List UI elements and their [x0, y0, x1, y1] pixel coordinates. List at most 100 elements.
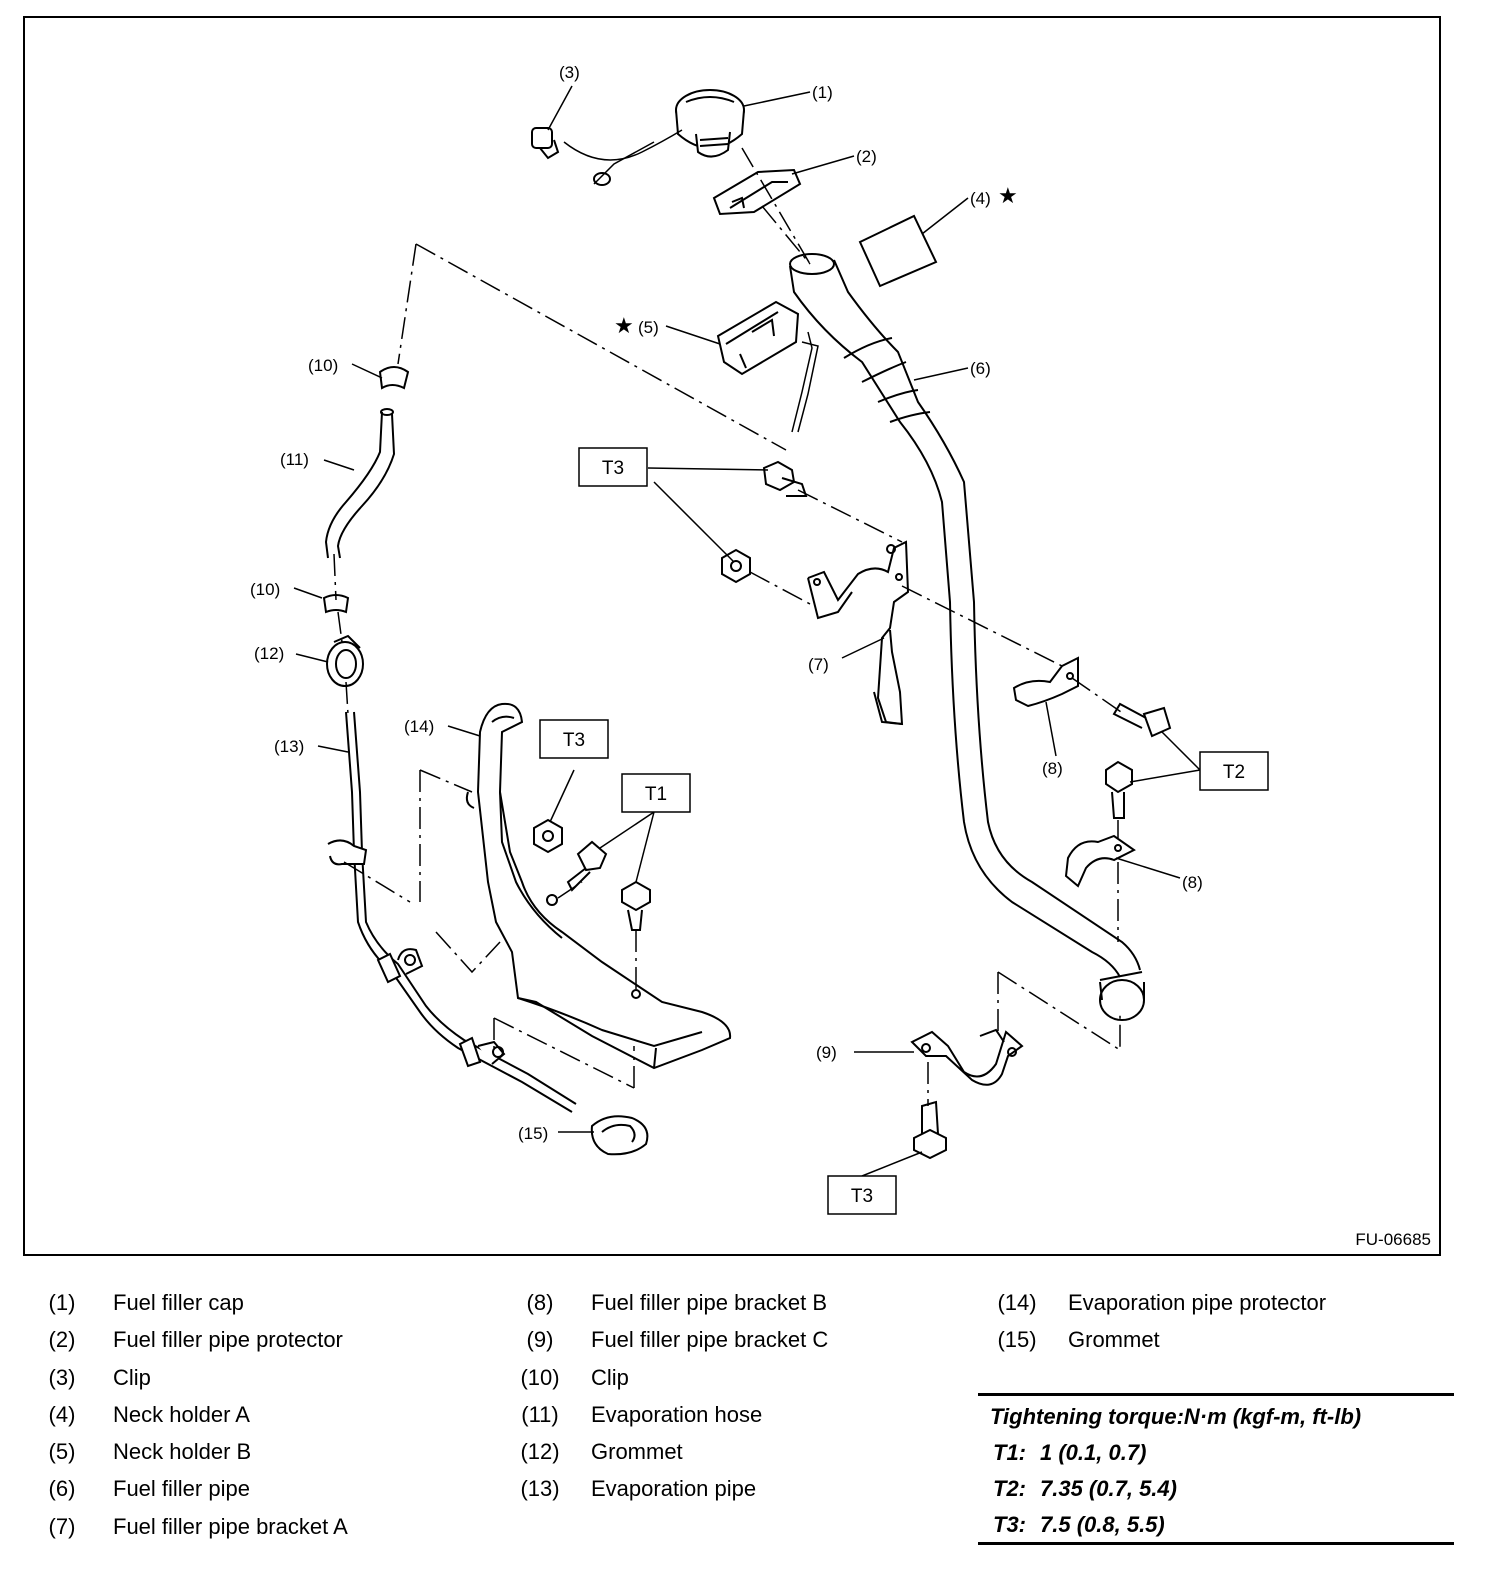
legend-item: (15) Grommet — [995, 1321, 1326, 1358]
callout-5: (5) — [638, 318, 659, 337]
legend-item-number: (14) — [997, 1290, 1037, 1315]
legend-item: (11) Evaporation hose — [518, 1396, 828, 1433]
torque-key: T2: — [993, 1476, 1026, 1501]
torque-box-t3-top-label: T3 — [602, 458, 624, 479]
torque-row-t2: T2: 7.35 (0.7, 5.4) — [978, 1476, 1177, 1502]
legend-item-label: Fuel filler pipe — [113, 1476, 250, 1502]
torque-box-t3-bottom-label: T3 — [851, 1186, 873, 1207]
legend-item: (3) Clip — [0, 1359, 348, 1396]
torque-box-t3-top: T3 — [578, 447, 648, 487]
torque-row-t3: T3: 7.5 (0.8, 5.5) — [978, 1512, 1165, 1538]
exploded-parts-diagram: (1) (2) (3) (4) ★ ★ (5) (6) (7) (8) (8) … — [250, 63, 1269, 1215]
legend-item-label: Fuel filler cap — [113, 1290, 244, 1315]
callout-11: (11) — [280, 450, 309, 469]
torque-value: 1 (0.1, 0.7) — [1040, 1440, 1147, 1465]
star-symbol-4: ★ — [998, 183, 1018, 208]
legend-item-number: (1) — [48, 1290, 76, 1315]
callout-4: (4) — [970, 189, 991, 208]
fuel-filler-pipe-bracket-b-upper — [1012, 656, 1079, 708]
legend-item: (12)Grommet — [518, 1433, 828, 1470]
legend-item-number: (11) — [521, 1401, 559, 1427]
torque-box-t1-label: T1 — [645, 784, 667, 805]
bolt-t3-bottom — [913, 1100, 947, 1160]
torque-box-t2-label: T2 — [1223, 762, 1245, 783]
legend-item-label: Fuel filler pipe bracket A — [113, 1513, 348, 1539]
callout-7: (7) — [808, 655, 829, 674]
callout-10b: (10) — [250, 580, 280, 599]
legend-item-number: (2) — [48, 1327, 76, 1353]
legend-column-2: (8)Fuel filler pipe bracket B(9)Fuel fil… — [518, 1284, 828, 1508]
torque-box-t3-mid-label: T3 — [563, 730, 585, 751]
torque-value: 7.5 (0.8, 5.5) — [1040, 1512, 1165, 1537]
legend-column-3: (14) Evaporation pipe protector (15) Gromme… — [995, 1284, 1326, 1359]
torque-box-t3-bottom: T3 — [827, 1175, 897, 1215]
legend-item-label: Fuel filler pipe bracket B — [591, 1290, 827, 1315]
callout-8b: (8) — [1182, 873, 1203, 892]
evaporation-pipe-protector — [465, 702, 732, 1070]
callout-2: (2) — [856, 147, 877, 166]
legend-item-label: Evaporation pipe protector — [1068, 1290, 1327, 1315]
legend-item-number: (13) — [520, 1476, 560, 1502]
star-symbol-5: ★ — [614, 313, 634, 338]
legend-item-label: Fuel filler pipe bracket C — [591, 1327, 829, 1353]
legend-item-label: Clip — [591, 1364, 629, 1390]
torque-key: T1: — [993, 1440, 1026, 1465]
legend-item-label: Evaporation pipe — [591, 1476, 757, 1502]
fuel-filler-cap — [675, 89, 745, 158]
fuel-filler-pipe-bracket-a — [807, 540, 910, 726]
legend-item-number: (10) — [520, 1364, 560, 1390]
legend-item-label: Evaporation hose — [591, 1401, 763, 1427]
bolt-t3-top — [762, 460, 808, 497]
torque-box-t2: T2 — [1199, 751, 1269, 791]
torque-table: Tightening torque:N·m (kgf-m, ft-lb) T1:… — [978, 1393, 1454, 1545]
callout-1: (1) — [812, 83, 833, 102]
clip-part-3 — [531, 127, 560, 160]
callout-14: (14) — [404, 717, 434, 736]
torque-value: 7.35 (0.7, 5.4) — [1040, 1476, 1177, 1501]
clip-part-10-upper — [378, 366, 410, 390]
legend-column-1: (1) Fuel filler cap (2) Fuel filler pipe pr… — [0, 1284, 348, 1545]
legend-item-label: Clip — [113, 1364, 151, 1390]
callout-8a: (8) — [1042, 759, 1063, 778]
torque-box-t3-mid: T3 — [539, 719, 609, 759]
fuel-filler-pipe — [789, 253, 1145, 1021]
fuel-filler-pipe-bracket-b-lower — [1064, 834, 1136, 888]
legend-item: (5) Neck holder B — [0, 1433, 348, 1470]
grommet-part-15 — [590, 1115, 649, 1156]
screw-t1-b — [621, 880, 651, 931]
torque-key: T3: — [993, 1512, 1026, 1537]
bolt-t2-upper — [1112, 702, 1172, 738]
legend-item-label: Neck holder B — [113, 1439, 252, 1465]
callout-13: (13) — [274, 737, 304, 756]
legend-item: (13) Evaporation pipe — [518, 1470, 828, 1507]
figure-id: FU-06685 — [1355, 1230, 1431, 1249]
screw-t1-a — [566, 840, 608, 892]
legend-item-number: (15) — [997, 1327, 1037, 1353]
callout-6: (6) — [970, 359, 991, 378]
fuel-filler-pipe-bracket-c — [910, 1028, 1024, 1086]
diagram-frame: (1) (2) (3) (4) ★ ★ (5) (6) (7) (8) (8) … — [23, 16, 1441, 1256]
legend-item-number: (8) — [526, 1290, 554, 1315]
torque-box-t1: T1 — [621, 773, 691, 813]
clip-part-10-lower — [322, 594, 350, 614]
callout-12: (12) — [254, 644, 284, 663]
callout-15: (15) — [518, 1124, 548, 1143]
torque-row-t1: T1: 1 (0.1, 0.7) — [978, 1440, 1146, 1466]
legend-item-number: (3) — [48, 1364, 76, 1390]
legend-item: (4) Neck holder A — [0, 1396, 348, 1433]
legend-item: (14) Evaporation pipe protector — [995, 1284, 1326, 1321]
legend-item-label: Fuel filler pipe protector — [113, 1327, 343, 1353]
bolt-t2-lower — [1105, 760, 1133, 819]
legend-item: (2) Fuel filler pipe protector — [0, 1321, 348, 1358]
evaporation-pipe — [327, 711, 577, 1113]
grommet-part-12 — [326, 634, 364, 687]
legend-item-number: (12) — [520, 1439, 560, 1465]
evaporation-hose — [324, 408, 396, 559]
neck-holder-b — [716, 300, 800, 376]
legend-item: (6)Fuel filler pipe — [0, 1470, 348, 1507]
legend-item-label: Neck holder A — [113, 1401, 250, 1427]
legend-item-number: (4) — [48, 1401, 76, 1427]
legend-item: (10) Clip — [518, 1359, 828, 1396]
legend-item-label: Grommet — [1068, 1327, 1160, 1353]
legend-item-number: (5) — [48, 1439, 76, 1465]
